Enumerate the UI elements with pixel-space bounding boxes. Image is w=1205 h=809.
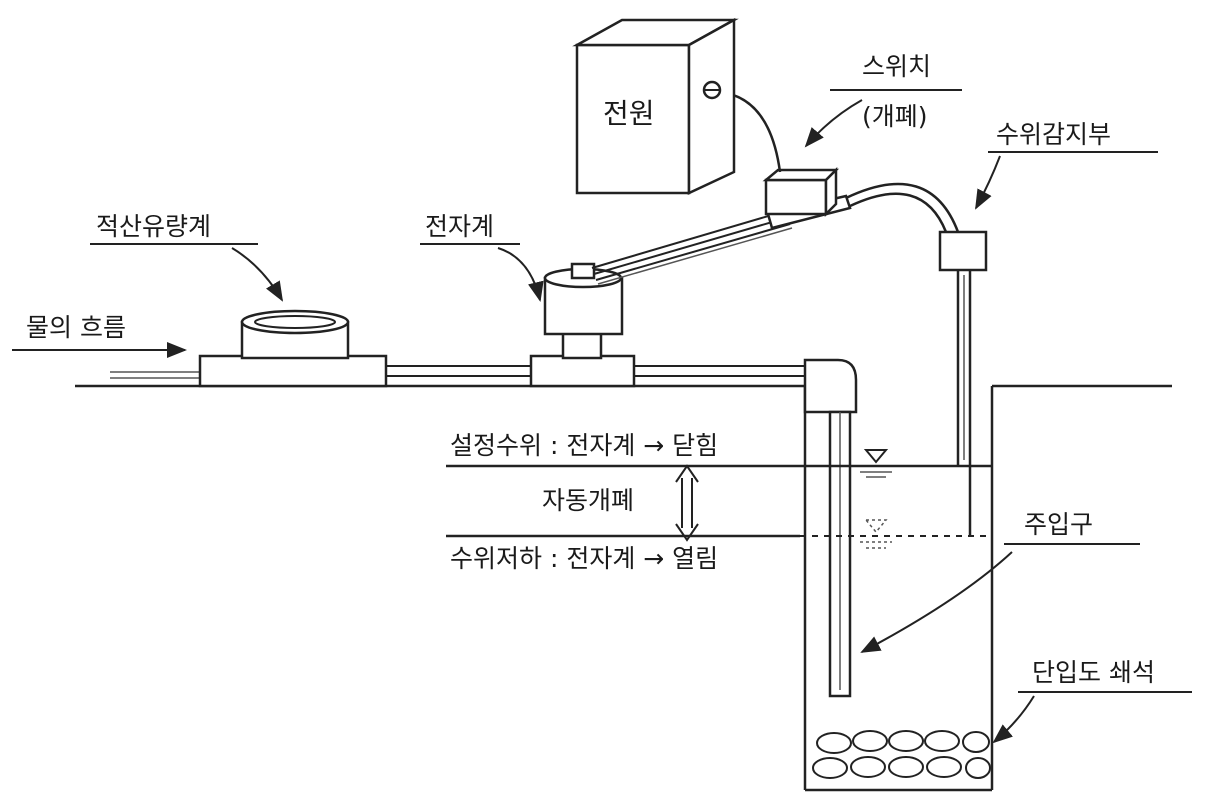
water-flow-label: 물의 흐름 <box>26 313 126 342</box>
flowmeter-leader <box>231 247 284 302</box>
switch-label: 스위치 <box>862 52 932 81</box>
signal-cable <box>591 211 793 285</box>
set-level-label: 설정수위 : 전자계 → 닫힘 <box>450 431 719 460</box>
gravel-layer <box>812 730 991 779</box>
inlet-leader <box>860 551 1013 653</box>
switch-unit <box>762 166 852 230</box>
level-sensor-label: 수위감지부 <box>996 120 1112 149</box>
gravel-label: 단입도 쇄석 <box>1032 658 1155 687</box>
inlet-label: 주입구 <box>1024 510 1094 539</box>
flowmeter-label: 적산유량계 <box>96 212 212 241</box>
switch-leader <box>804 99 863 148</box>
sensor-leader <box>975 155 1001 210</box>
infiltration-pit <box>803 386 994 792</box>
water-level-symbol-low <box>860 519 892 549</box>
solenoid-label: 전자계 <box>425 212 495 241</box>
auto-open-close-arrow <box>675 464 699 542</box>
water-level-symbol-high <box>860 449 892 478</box>
auto-open-close-label: 자동개폐 <box>542 486 635 515</box>
level-drop-label: 수위저하 : 전자계 → 열림 <box>450 544 719 573</box>
flowmeter-body <box>198 309 388 388</box>
power-box <box>572 17 739 195</box>
inlet-pipe <box>803 358 858 698</box>
switch-sublabel: (개폐) <box>862 102 928 131</box>
solenoid-leader <box>497 247 544 302</box>
sensor-cable <box>845 182 960 233</box>
level-sensor-unit <box>938 230 988 536</box>
solenoid-valve-body <box>529 262 636 388</box>
power-label: 전원 <box>603 97 655 130</box>
gravel-leader <box>992 695 1035 744</box>
